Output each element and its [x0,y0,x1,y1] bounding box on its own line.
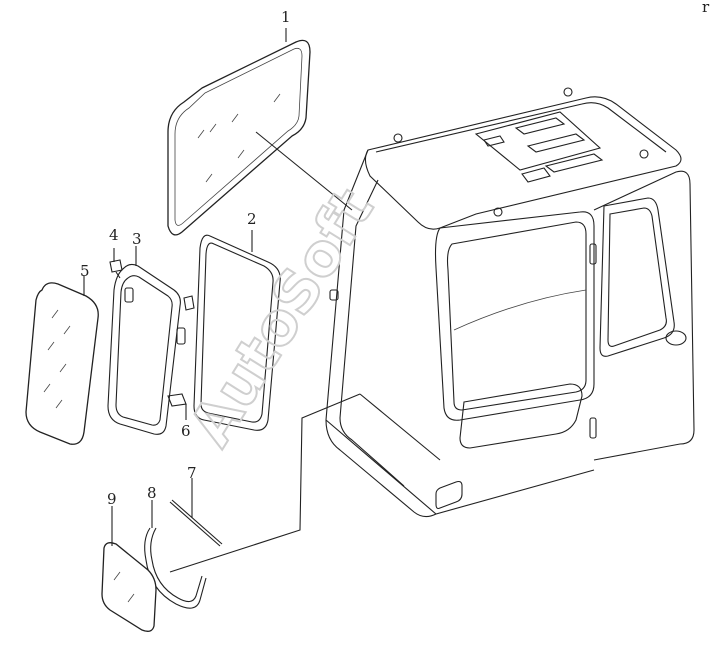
callout-9: 9 [107,490,117,508]
part-8-side-seal [144,527,207,609]
part-1-rear-glass [167,39,311,236]
part-5-glass [25,282,99,445]
part-4-clip [109,259,123,279]
leader-lines [83,28,361,573]
cab-body [325,87,695,518]
watermark: AutoSoft [176,177,386,458]
callout-4: 4 [109,226,119,244]
callout-6: 6 [181,422,191,440]
callout-8: 8 [147,484,157,502]
part-7-filler-strip [169,499,223,547]
callout-5: 5 [80,262,90,280]
callout-2: 2 [247,210,257,228]
part-3-window-frame [107,263,187,435]
part-9-side-glass [101,542,157,632]
callout-1: 1 [281,8,291,26]
corner-mark: r [702,0,710,16]
callout-7: 7 [187,464,197,482]
callout-labels: 1 2 3 4 5 6 7 8 9 [80,8,291,508]
part-6-bracket [183,295,195,311]
part-2-seal [193,234,281,431]
callout-3: 3 [132,230,142,248]
